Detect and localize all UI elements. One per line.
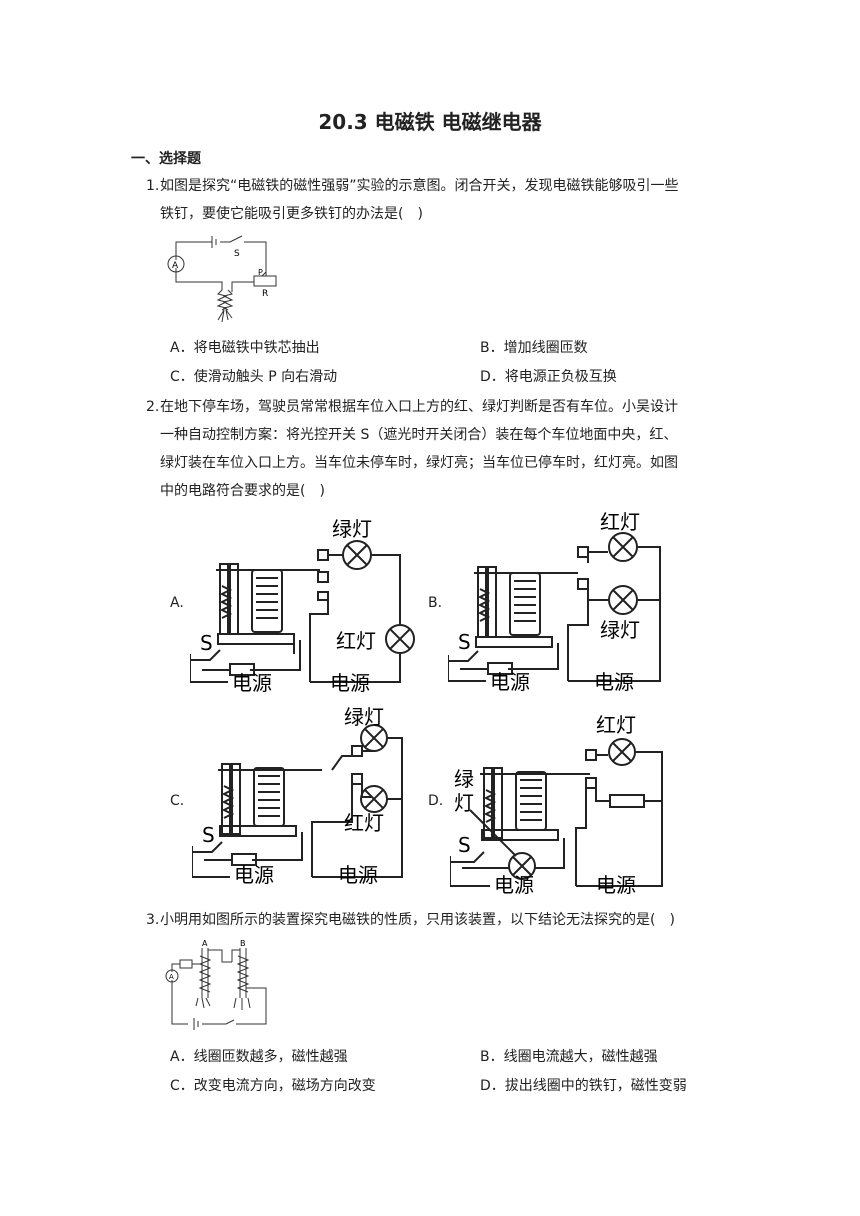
power-source-label: 电源 [330,671,370,695]
question-3: 3. 小明用如图所示的装置探究电磁铁的性质，只用该装置，以下结论无法探究的是( … [146,906,736,934]
circuit-figure-b: 红灯 绿灯 S 电源 电源 [448,510,661,694]
question-text-line: 在地下停车场，驾驶员常常根据车位入口上方的红、绿灯判断是否有车位。小吴设计 [160,399,678,415]
green-light-label: 绿灯 [332,517,372,541]
power-source-label: 电源 [338,863,378,887]
switch-label: S [458,833,471,857]
option-b[interactable]: B．线圈电流越大，磁性越强 [480,1049,658,1065]
switch-label: S [202,823,215,847]
option-a[interactable]: A．将电磁铁中铁芯抽出 [170,340,320,356]
question-2: 2. 在地下停车场，驾驶员常常根据车位入口上方的红、绿灯判断是否有车位。小吴设计… [146,393,736,505]
question-text-line: 绿灯装在车位入口上方。当车位未停车时，绿灯亮；当车位已停车时，红灯亮。如图 [160,455,678,471]
circuit-figure-a: 绿灯 红灯 S 电源 电源 [190,517,415,695]
power-source-label: 电源 [234,863,274,887]
power-source-label: 电源 [494,873,534,896]
red-light-label: 红灯 [600,510,640,534]
option-c[interactable]: C．改变电流方向，磁场方向改变 [170,1078,376,1094]
question-text-line: 中的电路符合要求的是( ) [160,483,325,499]
red-light-label: 红灯 [336,629,376,653]
question-text-line: 一种自动控制方案：将光控开关 S（遮光时开关闭合）装在每个车位地面中央，红、 [160,427,678,443]
question-1: 1. 如图是探究“电磁铁的磁性强弱”实验的示意图。闭合开关，发现电磁铁能够吸引一… [146,172,736,228]
red-light-label: 红灯 [344,811,384,835]
option-d[interactable]: D. [428,793,444,809]
green-light-label-part: 灯 [454,791,474,815]
green-light-label-part: 绿 [454,767,474,791]
option-c[interactable]: C. [170,793,185,809]
green-light-label: 绿灯 [344,705,384,729]
option-d[interactable]: D．将电源正负极互换 [480,369,617,385]
switch-label: S [200,631,213,655]
power-source-label: 电源 [596,873,636,896]
question-number: 1. [146,178,160,194]
option-b[interactable]: B．增加线圈匝数 [480,340,588,356]
question-text-line: 小明用如图所示的装置探究电磁铁的性质，只用该装置，以下结论无法探究的是( ) [160,912,675,928]
electromagnet-b-label: B [240,939,246,948]
question-number: 3. [146,912,160,928]
slider-label: P [258,268,263,277]
power-source-label: 电源 [490,670,530,694]
switch-label: S [458,630,471,654]
power-source-label: 电源 [594,670,634,694]
ammeter-label: A [169,973,174,981]
question-text-line: 铁钉，要使它能吸引更多铁钉的办法是( ) [160,206,423,222]
circuit-figure-d: 红灯 绿 灯 S 电源 电源 [450,713,663,896]
question-text-line: 如图是探究“电磁铁的磁性强弱”实验的示意图。闭合开关，发现电磁铁能够吸引一些 [160,178,679,194]
question-number: 2. [146,399,160,415]
electromagnet-circuit-figure: A S P R [167,235,277,322]
option-c[interactable]: C．使滑动触头 P 向右滑动 [170,369,338,385]
page-title: 20.3 电磁铁 电磁继电器 [318,110,542,134]
electromagnet-a-label: A [202,939,208,948]
red-light-label: 红灯 [596,713,636,737]
section-heading: 一、选择题 [131,151,201,167]
option-a[interactable]: A. [170,595,184,611]
green-light-label: 绿灯 [600,618,640,642]
circuit-figure-c: 绿灯 红灯 S 电源 电源 [192,705,403,887]
rheostat-label: R [262,289,268,299]
power-source-label: 电源 [232,671,272,695]
option-a[interactable]: A．线圈匝数越多，磁性越强 [170,1049,348,1065]
option-d[interactable]: D．拔出线圈中的铁钉，磁性变弱 [480,1078,687,1094]
switch-label: S [234,249,240,259]
ammeter-label: A [172,261,179,271]
option-b[interactable]: B. [428,595,443,611]
two-electromagnets-figure: A A B [165,939,267,1030]
